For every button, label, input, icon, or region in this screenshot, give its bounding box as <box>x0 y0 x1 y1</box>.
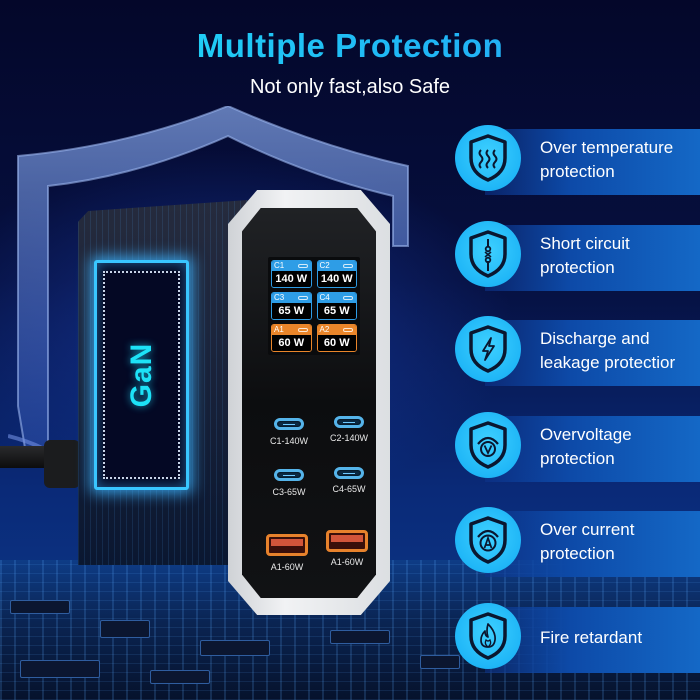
heat-shield-icon <box>455 125 521 191</box>
feature-title: Short circuit <box>540 233 630 253</box>
feature-title: Discharge and <box>540 329 650 348</box>
feature-over-temperature: Over temperature protection <box>455 125 700 221</box>
usb-c-port-c4 <box>334 467 364 479</box>
voltage-shield-icon <box>455 411 521 478</box>
port-label: C3-65W <box>272 487 306 497</box>
feature-short-circuit: Short circuit protection <box>455 220 700 317</box>
lightning-shield-icon <box>455 316 521 382</box>
port-label: C2-140W <box>329 433 368 443</box>
display-tile-c4: C4 65 W <box>316 292 357 320</box>
display-tile-a1: A1 60 W <box>271 324 312 352</box>
tile-power-value: 65 W <box>317 303 356 319</box>
battery-icon <box>297 296 308 300</box>
tile-power-value: 60 W <box>317 335 356 351</box>
gan-chip-label: GaN <box>124 342 158 408</box>
power-display-screen: C1 140 W C2 140 W C3 65 W C4 65 W A1 60 … <box>268 257 360 355</box>
display-tile-c2: C2 140 W <box>316 260 357 288</box>
charger-device: GaN C1 140 W C2 140 W C3 65 W C4 65 W <box>60 190 410 623</box>
usb-c-port-c3 <box>274 469 304 481</box>
battery-icon <box>343 296 353 300</box>
feature-overvoltage: Overvoltage protection <box>455 411 700 508</box>
fire-shield-icon <box>455 602 521 669</box>
tile-power-value: 65 W <box>272 303 311 319</box>
tile-port-label: C3 <box>274 293 285 302</box>
feature-title: Fire retardant <box>540 627 643 647</box>
protection-features-list: Over temperature protection Short circuit… <box>455 125 700 698</box>
tile-port-label: C4 <box>319 293 330 302</box>
power-cable-plug <box>44 440 80 488</box>
tile-port-label: C1 <box>274 261 285 270</box>
tile-power-value: 140 W <box>317 271 356 287</box>
usb-a-port-a2 <box>326 530 368 552</box>
page-title: Multiple Protection <box>0 27 700 65</box>
port-label: A1-60W <box>270 562 304 572</box>
current-shield-icon <box>455 507 521 573</box>
tile-power-value: 140 W <box>272 271 311 287</box>
feature-subtitle: leakage protectior <box>540 353 676 372</box>
feature-subtitle: protection <box>540 448 615 468</box>
battery-icon <box>297 264 308 268</box>
page-subtitle: Not only fast,also Safe <box>249 76 451 98</box>
feature-title: Over temperature <box>540 138 674 157</box>
usb-c-port-c2 <box>334 416 364 428</box>
feature-title: Over current <box>540 520 635 539</box>
port-label: C1-140W <box>269 436 308 446</box>
feature-discharge-leakage: Discharge and leakage protectior <box>455 316 700 412</box>
usb-a-port-a1 <box>266 534 308 556</box>
display-tile-c1: C1 140 W <box>271 260 312 288</box>
port-label: C4-65W <box>332 484 366 494</box>
feature-subtitle: protection <box>540 162 615 181</box>
feature-title: Overvoltage <box>540 424 632 444</box>
usb-c-port-c1 <box>274 418 304 430</box>
battery-icon <box>297 328 308 332</box>
display-tile-c3: C3 65 W <box>271 292 312 320</box>
circuit-shield-icon <box>455 220 521 287</box>
port-label: A1-60W <box>330 557 364 567</box>
feature-subtitle: protection <box>540 544 615 563</box>
display-tile-a2: A2 60 W <box>316 324 357 352</box>
feature-fire-retardant: Fire retardant <box>455 602 700 699</box>
feature-over-current: Over current protection <box>455 507 700 603</box>
tile-port-label: A2 <box>319 325 330 334</box>
tile-port-label: C2 <box>319 261 330 270</box>
battery-icon <box>343 328 353 332</box>
tile-power-value: 60 W <box>272 335 311 351</box>
gan-chip: GaN <box>94 260 189 490</box>
tile-port-label: A1 <box>274 325 284 334</box>
battery-icon <box>343 264 353 268</box>
feature-subtitle: protection <box>540 257 615 277</box>
